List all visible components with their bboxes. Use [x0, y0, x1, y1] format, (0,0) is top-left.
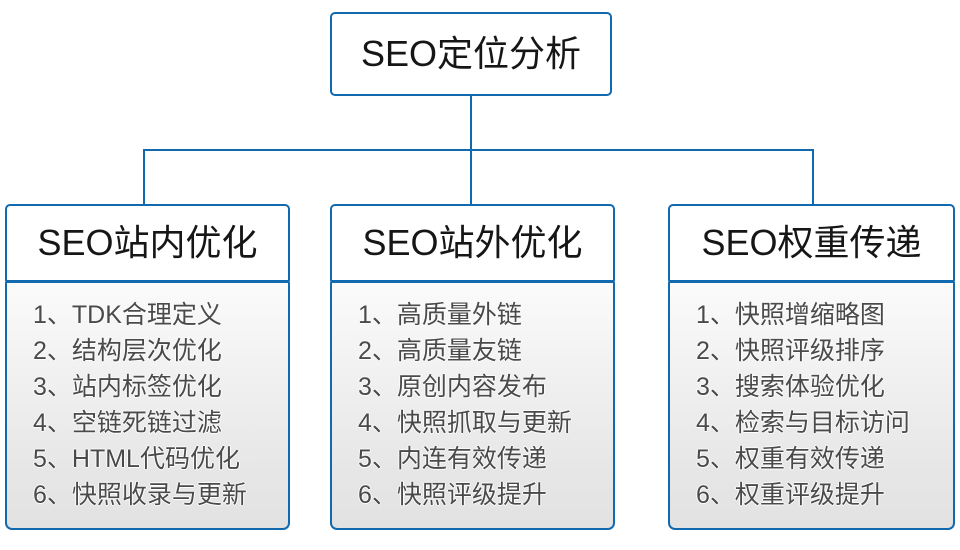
- branch-header-seo-weight[interactable]: SEO权重传递: [668, 204, 955, 282]
- branch-body-seo-offsite: 1、高质量外链 2、高质量友链 3、原创内容发布 4、快照抓取与更新 5、内连有…: [330, 281, 615, 530]
- branch-header-seo-onsite[interactable]: SEO站内优化: [5, 204, 290, 282]
- list-item-label: 权重评级提升: [734, 481, 885, 509]
- list-item: 5、HTML代码优化: [33, 441, 288, 477]
- list-item-label: 快照评级提升: [396, 481, 547, 509]
- list-item-index: 1、: [33, 301, 72, 329]
- list-item-index: 4、: [696, 409, 735, 437]
- list-item-label: HTML代码优化: [71, 445, 240, 473]
- list-item: 4、空链死链过滤: [33, 405, 288, 441]
- item-list: 1、高质量外链 2、高质量友链 3、原创内容发布 4、快照抓取与更新 5、内连有…: [332, 297, 613, 513]
- branch-header-title: SEO权重传递: [701, 222, 922, 263]
- branch-body-seo-weight: 1、快照增缩略图 2、快照评级排序 3、搜索体验优化 4、检索与目标访问 5、权…: [668, 281, 955, 530]
- list-item: 2、结构层次优化: [33, 333, 288, 369]
- list-item-label: 内连有效传递: [396, 445, 547, 473]
- root-node-title: SEO定位分析: [360, 33, 582, 74]
- list-item-index: 6、: [696, 481, 735, 509]
- branch-header-title: SEO站内优化: [37, 222, 258, 263]
- list-item: 2、快照评级排序: [696, 333, 953, 369]
- list-item-index: 1、: [358, 301, 397, 329]
- list-item-label: 权重有效传递: [734, 445, 885, 473]
- list-item: 5、内连有效传递: [358, 441, 613, 477]
- list-item-label: 结构层次优化: [71, 337, 222, 365]
- list-item-index: 6、: [358, 481, 397, 509]
- list-item: 6、快照评级提升: [358, 477, 613, 513]
- list-item-index: 2、: [696, 337, 735, 365]
- list-item-label: 快照抓取与更新: [396, 409, 572, 437]
- list-item-index: 3、: [33, 373, 72, 401]
- list-item-label: 空链死链过滤: [71, 409, 222, 437]
- list-item: 1、TDK合理定义: [33, 297, 288, 333]
- list-item-label: 站内标签优化: [71, 373, 222, 401]
- list-item-label: 高质量外链: [396, 301, 522, 329]
- branch-column-seo-weight[interactable]: SEO权重传递 1、快照增缩略图 2、快照评级排序 3、搜索体验优化 4、检索与…: [668, 204, 955, 531]
- list-item-index: 3、: [696, 373, 735, 401]
- list-item-label: 快照收录与更新: [71, 481, 247, 509]
- list-item: 4、检索与目标访问: [696, 405, 953, 441]
- list-item-index: 5、: [696, 445, 735, 473]
- list-item-index: 4、: [33, 409, 72, 437]
- list-item-label: 搜索体验优化: [734, 373, 885, 401]
- list-item-index: 2、: [358, 337, 397, 365]
- list-item-label: 快照评级排序: [734, 337, 885, 365]
- list-item: 1、高质量外链: [358, 297, 613, 333]
- item-list: 1、TDK合理定义 2、结构层次优化 3、站内标签优化 4、空链死链过滤 5、H…: [7, 297, 288, 513]
- list-item: 5、权重有效传递: [696, 441, 953, 477]
- list-item-label: 高质量友链: [396, 337, 522, 365]
- branch-header-seo-offsite[interactable]: SEO站外优化: [330, 204, 615, 282]
- list-item: 1、快照增缩略图: [696, 297, 953, 333]
- list-item-index: 6、: [33, 481, 72, 509]
- list-item: 3、站内标签优化: [33, 369, 288, 405]
- list-item-index: 5、: [33, 445, 72, 473]
- list-item: 2、高质量友链: [358, 333, 613, 369]
- root-node[interactable]: SEO定位分析: [330, 12, 612, 96]
- list-item-label: 快照增缩略图: [734, 301, 885, 329]
- branch-column-seo-offsite[interactable]: SEO站外优化 1、高质量外链 2、高质量友链 3、原创内容发布 4、快照抓取与…: [330, 204, 615, 531]
- branch-header-title: SEO站外优化: [362, 222, 583, 263]
- list-item-index: 1、: [696, 301, 735, 329]
- list-item-label: 检索与目标访问: [734, 409, 910, 437]
- list-item: 6、权重评级提升: [696, 477, 953, 513]
- branch-column-seo-onsite[interactable]: SEO站内优化 1、TDK合理定义 2、结构层次优化 3、站内标签优化 4、空链…: [5, 204, 290, 531]
- list-item: 6、快照收录与更新: [33, 477, 288, 513]
- branch-body-seo-onsite: 1、TDK合理定义 2、结构层次优化 3、站内标签优化 4、空链死链过滤 5、H…: [5, 281, 290, 530]
- list-item-label: 原创内容发布: [396, 373, 547, 401]
- list-item-index: 3、: [358, 373, 397, 401]
- list-item: 4、快照抓取与更新: [358, 405, 613, 441]
- list-item: 3、搜索体验优化: [696, 369, 953, 405]
- list-item: 3、原创内容发布: [358, 369, 613, 405]
- list-item-index: 2、: [33, 337, 72, 365]
- list-item-label: TDK合理定义: [71, 301, 222, 329]
- item-list: 1、快照增缩略图 2、快照评级排序 3、搜索体验优化 4、检索与目标访问 5、权…: [670, 297, 953, 513]
- list-item-index: 4、: [358, 409, 397, 437]
- list-item-index: 5、: [358, 445, 397, 473]
